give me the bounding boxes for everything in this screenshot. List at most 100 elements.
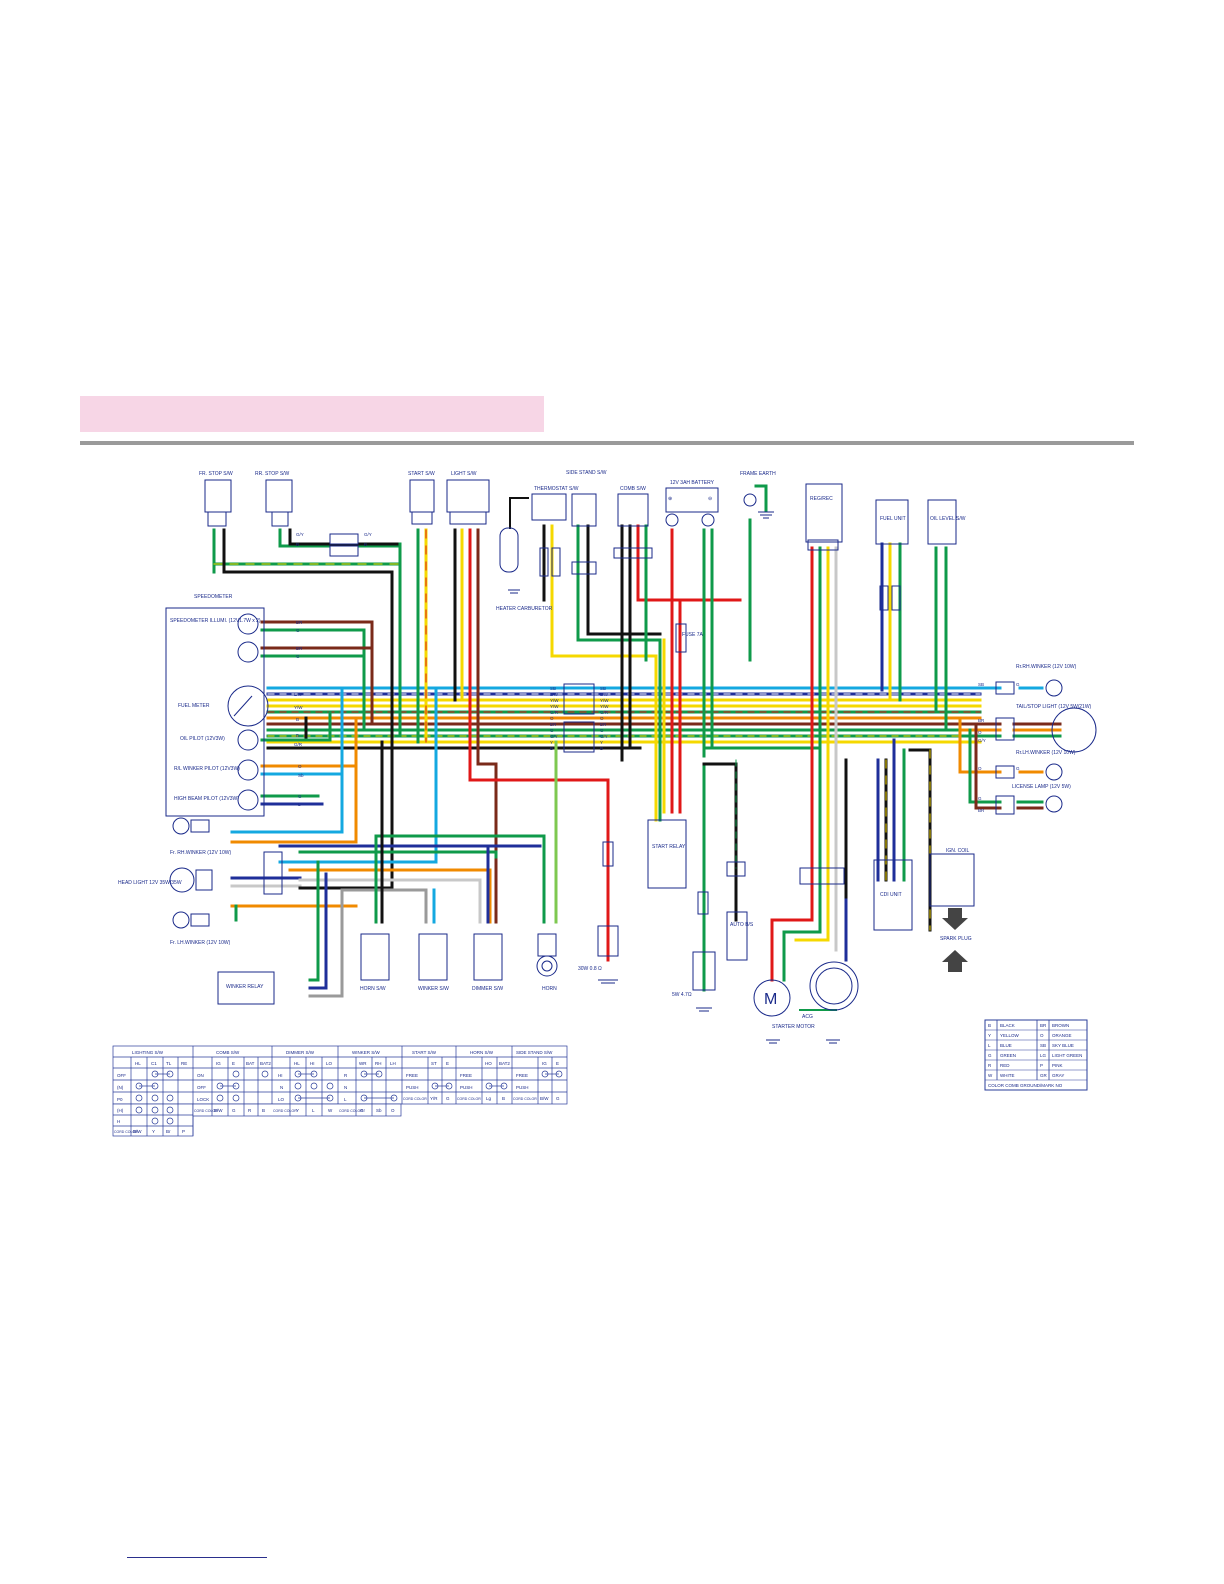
svg-text:L/W: L/W — [294, 692, 303, 697]
svg-text:N: N — [344, 1085, 347, 1090]
svg-text:G: G — [298, 794, 302, 799]
battery — [665, 487, 719, 513]
svg-text:R: R — [248, 1108, 252, 1113]
svg-text:L: L — [312, 1108, 315, 1113]
front-connector — [263, 851, 283, 895]
oil-level-switch — [927, 499, 957, 545]
svg-text:B: B — [988, 1023, 991, 1028]
spark-arrow-down — [942, 908, 968, 930]
svg-text:SB: SB — [978, 682, 984, 687]
svg-text:G: G — [1016, 682, 1020, 687]
label-rr-lh-winker: Rr.LH.WINKER (12V 10W) — [1016, 750, 1076, 756]
label-start-relay: START RELAY — [652, 844, 686, 850]
svg-text:CORD COLOR: CORD COLOR — [403, 1097, 427, 1101]
svg-text:PUSH: PUSH — [406, 1085, 419, 1090]
svg-text:HORN S/W: HORN S/W — [470, 1050, 494, 1055]
svg-text:G: G — [978, 796, 982, 801]
svg-text:WR: WR — [359, 1061, 367, 1066]
label-battery: 12V 3AH BATTERY — [670, 480, 715, 486]
horn — [536, 955, 558, 977]
svg-text:LOCK: LOCK — [197, 1097, 209, 1102]
svg-text:G: G — [446, 1096, 450, 1101]
svg-text:Lg: Lg — [486, 1096, 492, 1101]
svg-text:O: O — [600, 716, 604, 721]
label-ign-coil: IGN. COIL — [946, 848, 970, 854]
fr-lh-winker-bulb — [172, 911, 190, 929]
label-oil-level: OIL LEVEL S/W — [930, 516, 966, 522]
svg-text:SIDE STAND S/W: SIDE STAND S/W — [516, 1050, 553, 1055]
svg-text:B/W: B/W — [214, 1108, 223, 1113]
svg-text:Y: Y — [152, 1129, 155, 1134]
rr-rh-winker-bulb — [1045, 679, 1063, 697]
svg-text:BAT: BAT — [246, 1061, 255, 1066]
svg-text:SB: SB — [1040, 1043, 1046, 1048]
svg-text:Y: Y — [296, 1108, 299, 1113]
svg-text:BROWN: BROWN — [1052, 1023, 1069, 1028]
svg-text:L/W: L/W — [550, 692, 559, 697]
svg-text:L/W: L/W — [600, 692, 609, 697]
svg-text:LIGHTING S/W: LIGHTING S/W — [132, 1050, 164, 1055]
svg-text:W: W — [988, 1073, 993, 1078]
winker-relay — [217, 971, 275, 1005]
label-cdi: CDI UNIT — [880, 892, 902, 898]
label-speedo-illum: SPEEDOMETER ILLUMI. (12V1.7W x 2) — [170, 618, 261, 624]
harness-connector-bottom — [563, 721, 595, 753]
heater-carburetor — [499, 527, 519, 573]
motor-symbol: M — [764, 991, 777, 1008]
svg-text:Br: Br — [166, 1129, 171, 1134]
svg-text:B: B — [600, 746, 603, 751]
svg-text:W: W — [328, 1108, 333, 1113]
svg-text:G/Y: G/Y — [550, 734, 558, 739]
fuse — [675, 623, 687, 653]
label-fuel-unit: FUEL UNIT — [880, 516, 906, 522]
svg-text:G: G — [556, 1096, 560, 1101]
label-head-light: HEAD LIGHT 12V 35W/35W — [118, 880, 182, 886]
label-frame-earth: FRAME EARTH — [740, 471, 776, 477]
svg-text:FREE: FREE — [406, 1073, 418, 1078]
horn-switch — [360, 933, 390, 981]
light-switch — [446, 479, 490, 513]
svg-text:GRAY: GRAY — [1052, 1073, 1064, 1078]
tail-stop-light-bulb — [1051, 707, 1097, 753]
svg-text:SKY BLUE: SKY BLUE — [1052, 1043, 1074, 1048]
battery-terminal-pos — [665, 513, 679, 527]
svg-text:RE: RE — [181, 1061, 187, 1066]
label-oil-pilot: OIL PILOT (12V3W) — [180, 736, 225, 742]
svg-text:BR: BR — [550, 722, 557, 727]
svg-text:HI: HI — [310, 1061, 315, 1066]
svg-text:B: B — [262, 1108, 265, 1113]
svg-text:ORANGE: ORANGE — [1052, 1033, 1072, 1038]
svg-text:E: E — [446, 1061, 449, 1066]
label-resistor-30w: 30W 0.8 Ω — [578, 966, 602, 972]
fuel-meter-gauge — [227, 685, 269, 727]
svg-text:G: G — [296, 628, 300, 633]
svg-text:BR: BR — [600, 722, 607, 727]
label-fr-rh-winker: Fr. RH.WINKER (12V 10W) — [170, 850, 231, 856]
svg-text:BR: BR — [978, 718, 985, 723]
label-auto-bs: AUTO B/S — [730, 922, 754, 928]
label-reg-rec: REG/REC — [810, 496, 833, 502]
label-winker-pilot: R/L WINKER PILOT (12V3W) — [174, 766, 240, 772]
svg-text:BR: BR — [978, 808, 985, 813]
svg-text:GREEN: GREEN — [1000, 1053, 1016, 1058]
switch-table-dots — [135, 1070, 563, 1125]
svg-text:O: O — [1040, 1033, 1044, 1038]
svg-text:Y/W: Y/W — [600, 698, 609, 703]
label-high-beam: HIGH BEAM PILOT (12V3W) — [174, 796, 239, 802]
svg-text:G: G — [550, 728, 554, 733]
svg-text:L: L — [344, 1097, 347, 1102]
label-fr-stop: FR. STOP S/W — [199, 471, 233, 477]
svg-text:START S/W: START S/W — [412, 1050, 437, 1055]
svg-text:R: R — [344, 1073, 348, 1078]
svg-text:GR: GR — [1040, 1073, 1048, 1078]
svg-text:ON: ON — [197, 1073, 204, 1078]
reg-rec — [805, 483, 843, 543]
winker-pilot-bulb — [237, 759, 259, 781]
svg-text:RH: RH — [375, 1061, 382, 1066]
label-tail-stop: TAIL/STOP LIGHT (12V 5W/21W) — [1016, 704, 1092, 710]
svg-text:HI: HI — [278, 1073, 283, 1078]
svg-text:B: B — [296, 733, 299, 738]
ground-symbols — [508, 589, 840, 1044]
svg-text:⊕: ⊕ — [668, 496, 672, 502]
